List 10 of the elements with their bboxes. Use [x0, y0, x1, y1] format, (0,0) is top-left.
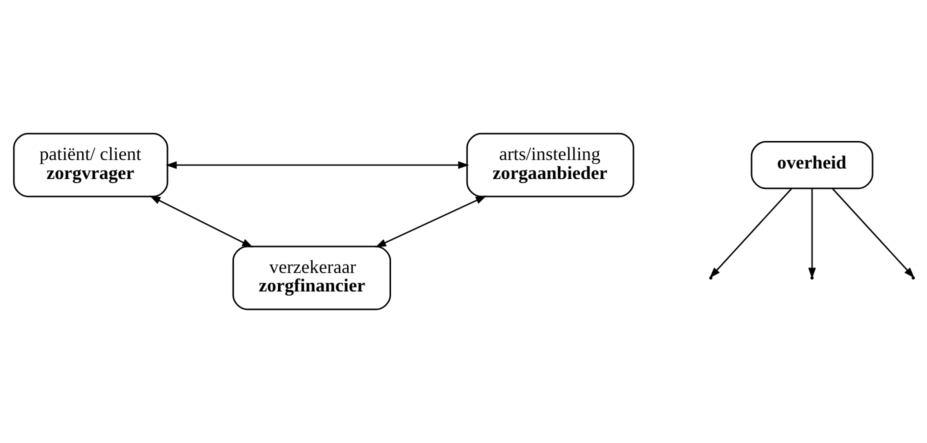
arrow	[374, 196, 486, 248]
node-box: overheid	[750, 141, 873, 190]
node-box: verzekeraar zorgfinancier	[232, 246, 391, 310]
arrow	[149, 196, 253, 248]
arrow	[709, 188, 792, 278]
arrow	[165, 161, 469, 169]
arrow	[832, 188, 914, 278]
node-box: patiënt/ client zorgvrager	[12, 132, 168, 198]
arrow	[808, 188, 816, 279]
node-box: arts/instelling zorgaanbieder	[466, 132, 634, 198]
